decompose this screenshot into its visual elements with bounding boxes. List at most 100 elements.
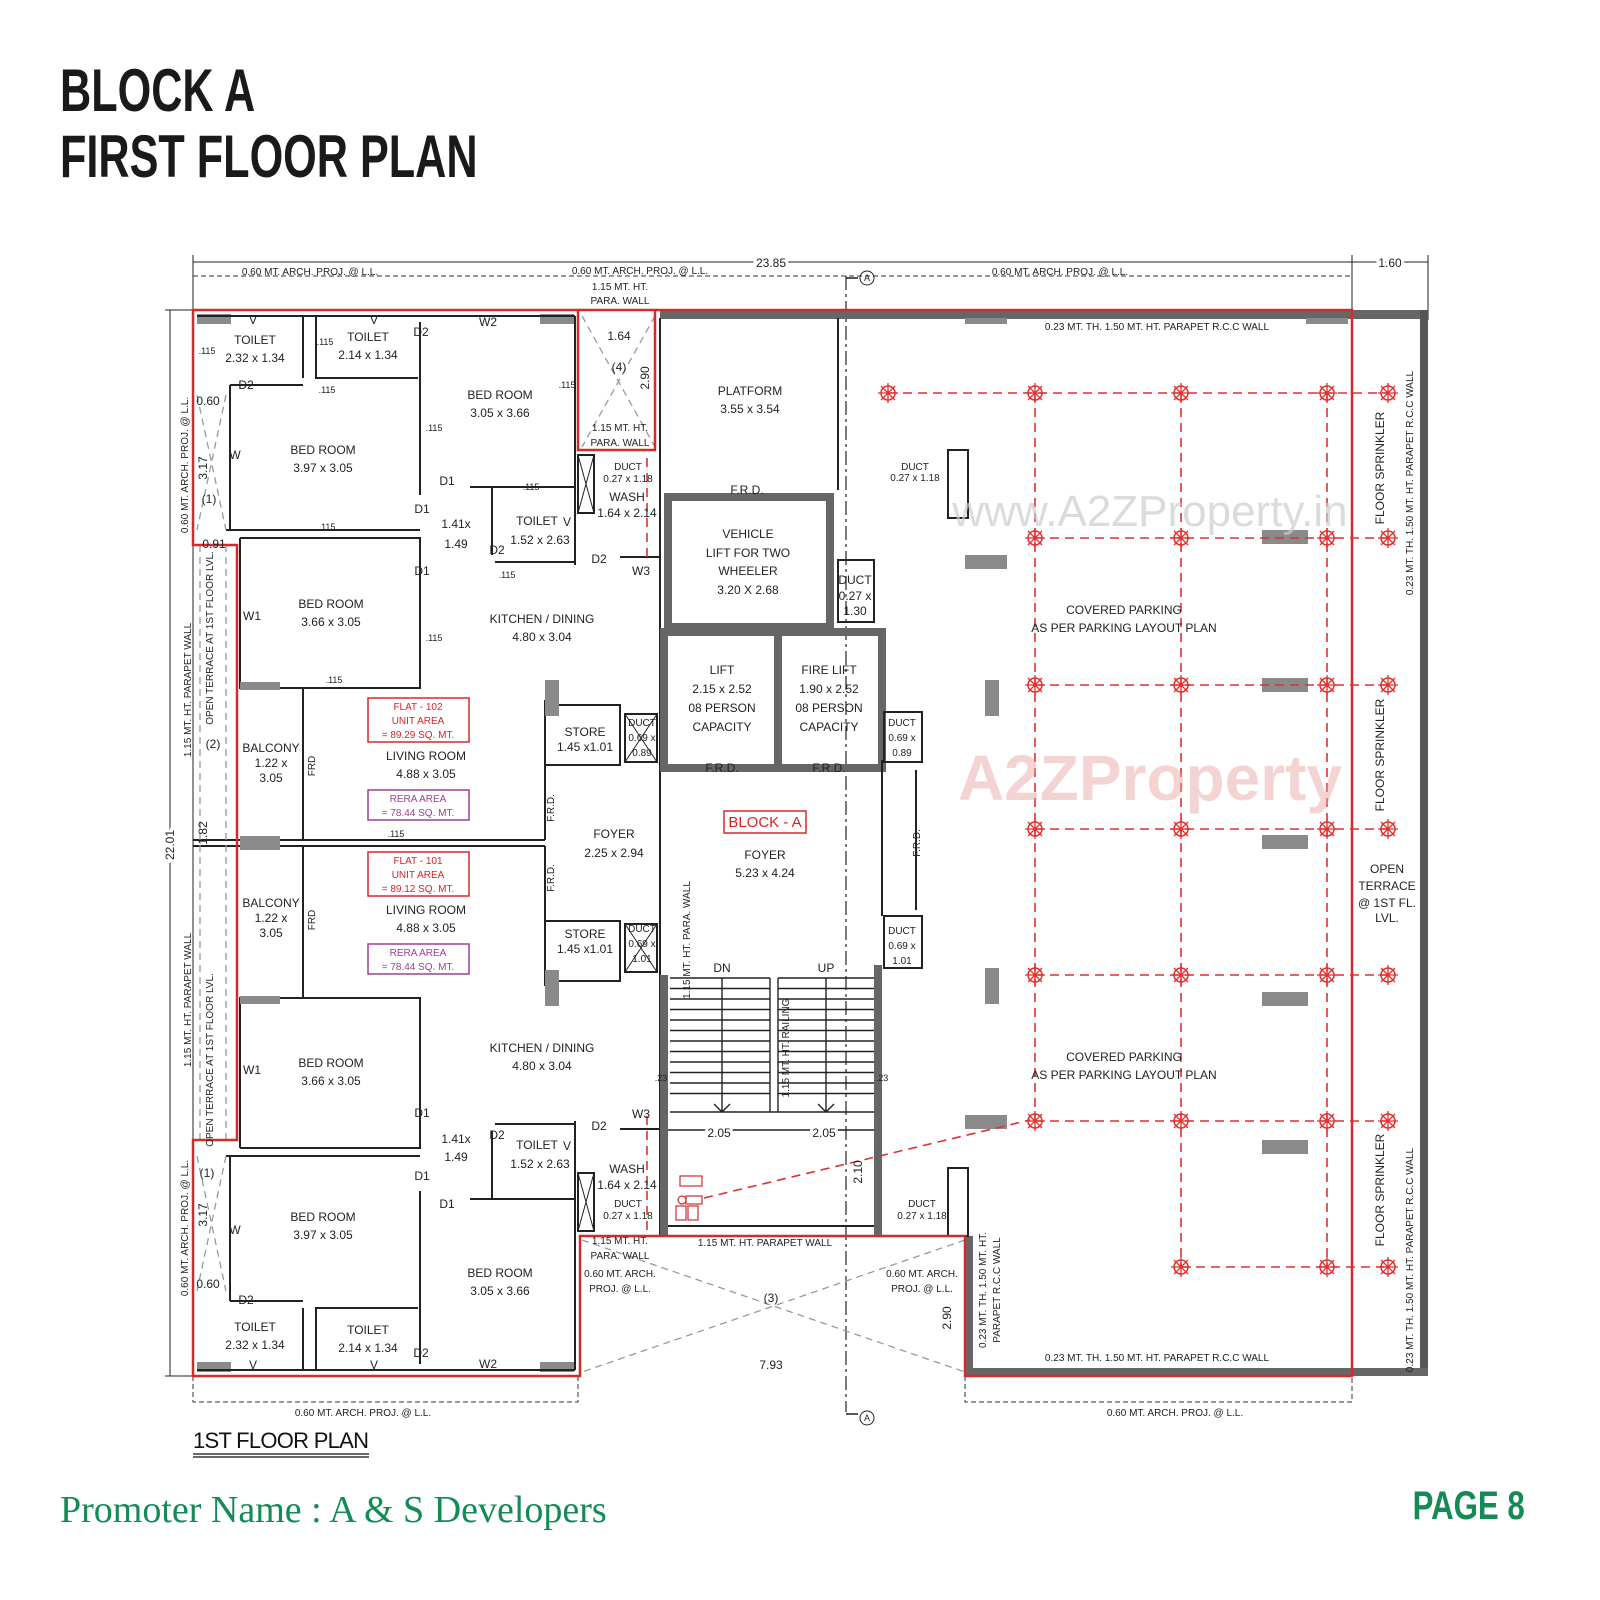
sprinkler-head-icon xyxy=(1171,528,1191,548)
svg-text:FLAT - 101: FLAT - 101 xyxy=(393,856,443,867)
svg-text:D1: D1 xyxy=(414,1106,430,1120)
svg-text:WHEELER: WHEELER xyxy=(718,564,778,578)
title-block: BLOCK A xyxy=(60,57,256,124)
svg-text:1.52 x 2.63: 1.52 x 2.63 xyxy=(510,1157,570,1171)
sprinkler-head-icon xyxy=(1171,965,1191,985)
svg-text:PARA. WALL: PARA. WALL xyxy=(591,438,650,449)
staircase xyxy=(668,977,874,1131)
sprinkler-layout xyxy=(878,383,1398,1277)
svg-text:OPEN TERRACE AT 1ST FLOOR LVL.: OPEN TERRACE AT 1ST FLOOR LVL. xyxy=(205,973,216,1147)
svg-text:3.66 x 3.05: 3.66 x 3.05 xyxy=(301,615,361,629)
flat-102-area-box: FLAT - 102 UNIT AREA = 89.29 SQ. MT. xyxy=(367,697,470,743)
dimension-lines xyxy=(165,255,1429,1415)
svg-text:3.97 x 3.05: 3.97 x 3.05 xyxy=(293,1228,353,1242)
svg-text:1.22 x: 1.22 x xyxy=(255,756,288,770)
svg-text:0.23 MT. TH. 1.50 MT. HT. PARA: 0.23 MT. TH. 1.50 MT. HT. PARAPET R.C.C … xyxy=(1405,370,1416,595)
svg-text:.115: .115 xyxy=(319,522,336,532)
svg-text:0.60 MT. ARCH. PROJ. @ L.L.: 0.60 MT. ARCH. PROJ. @ L.L. xyxy=(1107,1408,1243,1419)
svg-text:BED ROOM: BED ROOM xyxy=(290,1210,355,1224)
shafts xyxy=(196,315,966,1373)
watermark-logo: A2ZProperty xyxy=(958,742,1343,814)
sprinkler-head-icon xyxy=(1025,965,1045,985)
svg-text:FLOOR SPRINKLER: FLOOR SPRINKLER xyxy=(1373,1133,1387,1246)
svg-text:4.80 x 3.04: 4.80 x 3.04 xyxy=(512,630,572,644)
svg-text:DUCT: DUCT xyxy=(901,462,929,473)
svg-text:D2: D2 xyxy=(591,552,607,566)
svg-text:DUCT: DUCT xyxy=(888,718,916,729)
page-number: PAGE 8 xyxy=(1412,1484,1525,1528)
sprinkler-head-icon xyxy=(1317,528,1337,548)
svg-text:WASH: WASH xyxy=(609,1162,645,1176)
svg-text:D1: D1 xyxy=(414,502,430,516)
svg-text:22.01: 22.01 xyxy=(163,830,177,860)
svg-text:.115: .115 xyxy=(499,570,516,580)
svg-text:2.05: 2.05 xyxy=(707,1126,731,1140)
svg-text:F.R.D.: F.R.D. xyxy=(546,864,557,892)
sprinkler-head-icon xyxy=(1171,819,1191,839)
svg-text:1.15 MT. HT.: 1.15 MT. HT. xyxy=(592,1236,648,1247)
svg-text:F.R.D.: F.R.D. xyxy=(705,761,738,775)
svg-text:W3: W3 xyxy=(632,1107,650,1121)
svg-text:= 78.44 SQ. MT.: = 78.44 SQ. MT. xyxy=(382,808,455,819)
svg-text:0.89: 0.89 xyxy=(892,748,912,759)
svg-text:0.27 x 1.18: 0.27 x 1.18 xyxy=(890,473,940,484)
svg-text:BALCONY: BALCONY xyxy=(242,896,299,910)
sprinkler-head-icon xyxy=(1171,383,1191,403)
svg-text:1.49: 1.49 xyxy=(444,537,468,551)
svg-text:BALCONY: BALCONY xyxy=(242,741,299,755)
svg-text:1.64 x 2.14: 1.64 x 2.14 xyxy=(597,1178,657,1192)
svg-text:F.R.D.: F.R.D. xyxy=(546,794,557,822)
block-label: BLOCK - A xyxy=(723,810,807,834)
sprinkler-head-icon xyxy=(1025,383,1045,403)
svg-text:PROJ. @ L.L.: PROJ. @ L.L. xyxy=(891,1284,953,1295)
svg-text:0.60 MT. ARCH.: 0.60 MT. ARCH. xyxy=(886,1269,958,1280)
svg-text:STORE: STORE xyxy=(564,927,605,941)
stair-treads xyxy=(668,977,874,1131)
svg-text:D1: D1 xyxy=(414,564,430,578)
svg-text:2.32 x 1.34: 2.32 x 1.34 xyxy=(225,1338,285,1352)
svg-text:TOILET: TOILET xyxy=(347,1323,389,1337)
svg-text:= 89.12 SQ. MT.: = 89.12 SQ. MT. xyxy=(382,884,455,895)
svg-text:.23: .23 xyxy=(876,1073,889,1083)
svg-text:COVERED PARKING: COVERED PARKING xyxy=(1066,1050,1182,1064)
svg-text:1.15 MT. HT. PARAPET WALL: 1.15 MT. HT. PARAPET WALL xyxy=(183,932,194,1067)
sprinkler-head-icon xyxy=(1317,965,1337,985)
svg-text:VEHICLE: VEHICLE xyxy=(722,527,773,541)
sprinkler-head-icon xyxy=(1317,383,1337,403)
svg-text:1.60: 1.60 xyxy=(1378,256,1402,270)
svg-text:0.27 x 1.18: 0.27 x 1.18 xyxy=(603,474,653,485)
svg-text:V: V xyxy=(370,313,378,327)
svg-text:1.15 MT. HT. PARAPET WALL: 1.15 MT. HT. PARAPET WALL xyxy=(183,622,194,757)
svg-text:BED ROOM: BED ROOM xyxy=(467,1266,532,1280)
svg-text:F.R.D.: F.R.D. xyxy=(912,829,923,857)
svg-text:1.01: 1.01 xyxy=(892,956,912,967)
svg-text:1.30: 1.30 xyxy=(843,604,867,618)
svg-text:2.32 x 1.34: 2.32 x 1.34 xyxy=(225,351,285,365)
svg-text:0.27 x 1.18: 0.27 x 1.18 xyxy=(897,1211,947,1222)
parking-walls xyxy=(660,310,1428,1376)
svg-text:D2: D2 xyxy=(413,325,429,339)
svg-text:W: W xyxy=(229,448,241,462)
svg-text:.23: .23 xyxy=(655,1073,668,1083)
svg-text:V: V xyxy=(370,1358,378,1372)
svg-text:1.82: 1.82 xyxy=(196,821,210,845)
svg-text:D1: D1 xyxy=(439,1197,455,1211)
svg-text:V: V xyxy=(563,1139,571,1153)
svg-text:1.90 x 2.52: 1.90 x 2.52 xyxy=(799,682,859,696)
watermark-url: www.A2ZProperty.in xyxy=(951,487,1347,536)
svg-text:0.23 MT. TH. 1.50 MT. HT. PARA: 0.23 MT. TH. 1.50 MT. HT. PARAPET R.C.C … xyxy=(1045,1353,1270,1364)
svg-text:TOILET: TOILET xyxy=(234,1320,276,1334)
svg-text:3.05 x 3.66: 3.05 x 3.66 xyxy=(470,1284,530,1298)
svg-text:3.20 X 2.68: 3.20 X 2.68 xyxy=(717,583,779,597)
svg-text:UNIT AREA: UNIT AREA xyxy=(392,716,445,727)
svg-text:.115: .115 xyxy=(559,380,576,390)
svg-text:FRD: FRD xyxy=(307,910,318,931)
svg-text:1.41x: 1.41x xyxy=(441,1132,470,1146)
svg-text:TOILET: TOILET xyxy=(516,1138,558,1152)
svg-text:COVERED PARKING: COVERED PARKING xyxy=(1066,603,1182,617)
svg-text:D1: D1 xyxy=(414,1169,430,1183)
sprinkler-head-icon xyxy=(1378,965,1398,985)
svg-text:.115: .115 xyxy=(317,337,334,347)
svg-text:3.17: 3.17 xyxy=(196,1203,210,1227)
svg-text:3.05 x 3.66: 3.05 x 3.66 xyxy=(470,406,530,420)
